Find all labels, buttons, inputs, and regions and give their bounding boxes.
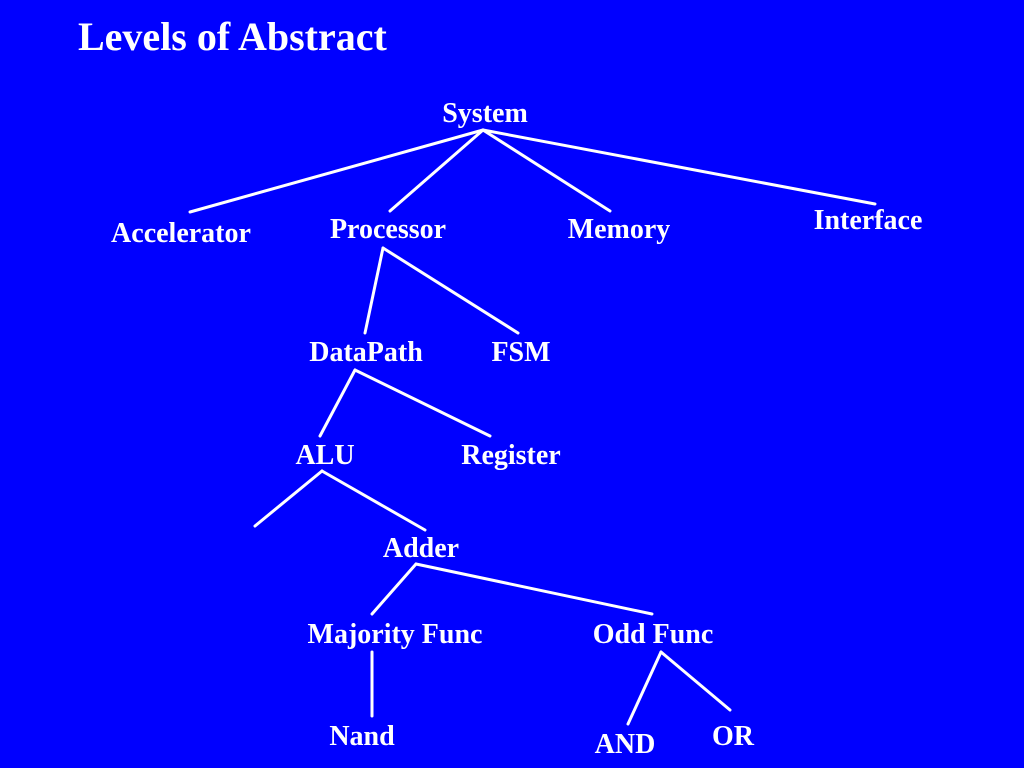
- edge-processor-fsm: [381, 246, 520, 335]
- edge-datapath-alu: [318, 368, 357, 438]
- node-alu: ALU: [295, 440, 354, 471]
- edge-system-accelerator: [188, 128, 485, 214]
- node-interface: Interface: [814, 205, 923, 236]
- edge-system-memory: [481, 128, 612, 213]
- edge-alu-adder: [320, 469, 427, 532]
- edge-alu-left-branch: [253, 469, 324, 528]
- edge-odd-func-and: [626, 650, 663, 726]
- node-processor: Processor: [330, 214, 446, 245]
- edge-adder-odd-func: [414, 562, 654, 616]
- node-system: System: [442, 98, 528, 129]
- node-register: Register: [461, 440, 561, 471]
- node-accelerator: Accelerator: [111, 218, 251, 249]
- tree-edges: [188, 128, 877, 726]
- edge-system-interface: [481, 128, 877, 206]
- slide-title: Levels of Abstract: [78, 14, 387, 59]
- edge-processor-datapath: [363, 246, 385, 335]
- node-and: AND: [595, 729, 656, 760]
- node-odd-func: Odd Func: [593, 619, 714, 650]
- node-adder: Adder: [383, 533, 459, 564]
- node-majority-func: Majority Func: [308, 619, 483, 650]
- node-nand: Nand: [329, 721, 395, 752]
- node-datapath: DataPath: [309, 337, 423, 368]
- node-fsm: FSM: [491, 337, 550, 368]
- tree-nodes: System Accelerator Processor Memory Inte…: [111, 98, 922, 760]
- edge-odd-func-or: [659, 650, 732, 712]
- node-memory: Memory: [568, 214, 671, 245]
- edge-datapath-register: [353, 368, 492, 438]
- node-or: OR: [712, 721, 755, 752]
- edge-system-processor: [388, 128, 485, 213]
- edge-adder-majority-func: [370, 562, 418, 616]
